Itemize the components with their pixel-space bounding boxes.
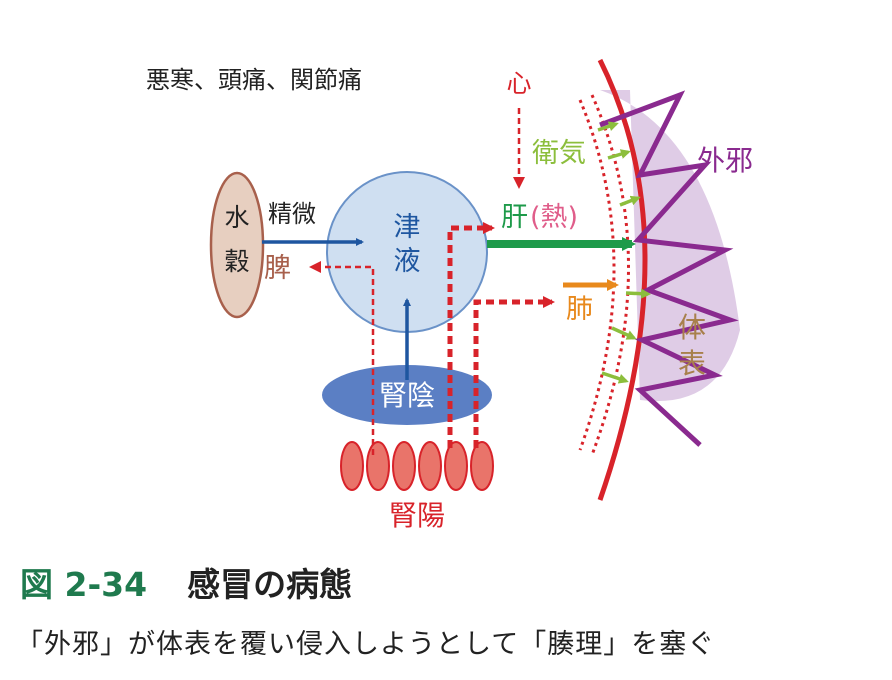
weiqi-arrow xyxy=(619,195,641,207)
symptoms-label: 悪寒、頭痛、関節痛 xyxy=(146,66,362,94)
heat-label: (熱) xyxy=(530,202,578,233)
grain-label: 穀 xyxy=(224,247,249,276)
weiqi-arrow xyxy=(607,149,631,160)
weiqi-arrow xyxy=(611,326,637,340)
body-fluid-label-2: 液 xyxy=(394,246,421,277)
figure-caption: 図 2-34 感冒の病態 xyxy=(20,562,352,608)
external-pathogen-label: 外邪 xyxy=(697,144,753,177)
lung-dashed-arrow xyxy=(473,296,555,448)
figure-number: 図 2-34 xyxy=(20,565,148,604)
kidney-yang-ellipse xyxy=(444,441,468,491)
weiqi-arrow xyxy=(597,121,619,132)
weiqi-arrow xyxy=(625,288,651,299)
water-grain-oval xyxy=(209,171,265,319)
kidney-yang-ellipse xyxy=(392,441,416,491)
kidney-yin-label: 腎陰 xyxy=(379,379,435,412)
kidney-yang-label: 腎陽 xyxy=(389,499,445,532)
heart-label: 心 xyxy=(506,69,531,98)
body-fluid-label-1: 津 xyxy=(394,212,421,243)
kidney-yang-ellipse xyxy=(366,441,390,491)
kidney-yang-ellipse xyxy=(340,441,364,491)
body-surface-label-1: 体 xyxy=(678,311,706,344)
pathology-diagram: 悪寒、頭痛、関節痛 心 衛気 外邪 水 穀 精微 脾 津 液 肝 (熱) 肺 体… xyxy=(146,58,753,532)
kidney-yang-ellipse xyxy=(470,441,494,491)
spleen-dashed-arrow xyxy=(309,261,375,455)
figure-title: 感冒の病態 xyxy=(187,565,353,604)
spleen-label: 脾 xyxy=(264,253,291,284)
water-label: 水 xyxy=(224,203,249,232)
wei-qi-label: 衛気 xyxy=(532,138,586,169)
external-pathogen-zigzag xyxy=(599,90,739,447)
boundary-dotted-arc-1 xyxy=(590,94,630,456)
kidney-yang-ellipse xyxy=(418,441,442,491)
outer-boundary-arc xyxy=(597,58,648,501)
weiqi-arrow xyxy=(601,371,629,384)
liver-dashed-arrow xyxy=(447,222,495,448)
lung-label: 肺 xyxy=(566,294,593,325)
essence-label: 精微 xyxy=(268,200,316,228)
figure-subtitle: 「外邪」が体表を覆い侵入しようとして「腠理」を塞ぐ xyxy=(16,629,716,660)
body-surface-label-2: 表 xyxy=(678,347,706,380)
liver-label: 肝 xyxy=(501,202,528,233)
